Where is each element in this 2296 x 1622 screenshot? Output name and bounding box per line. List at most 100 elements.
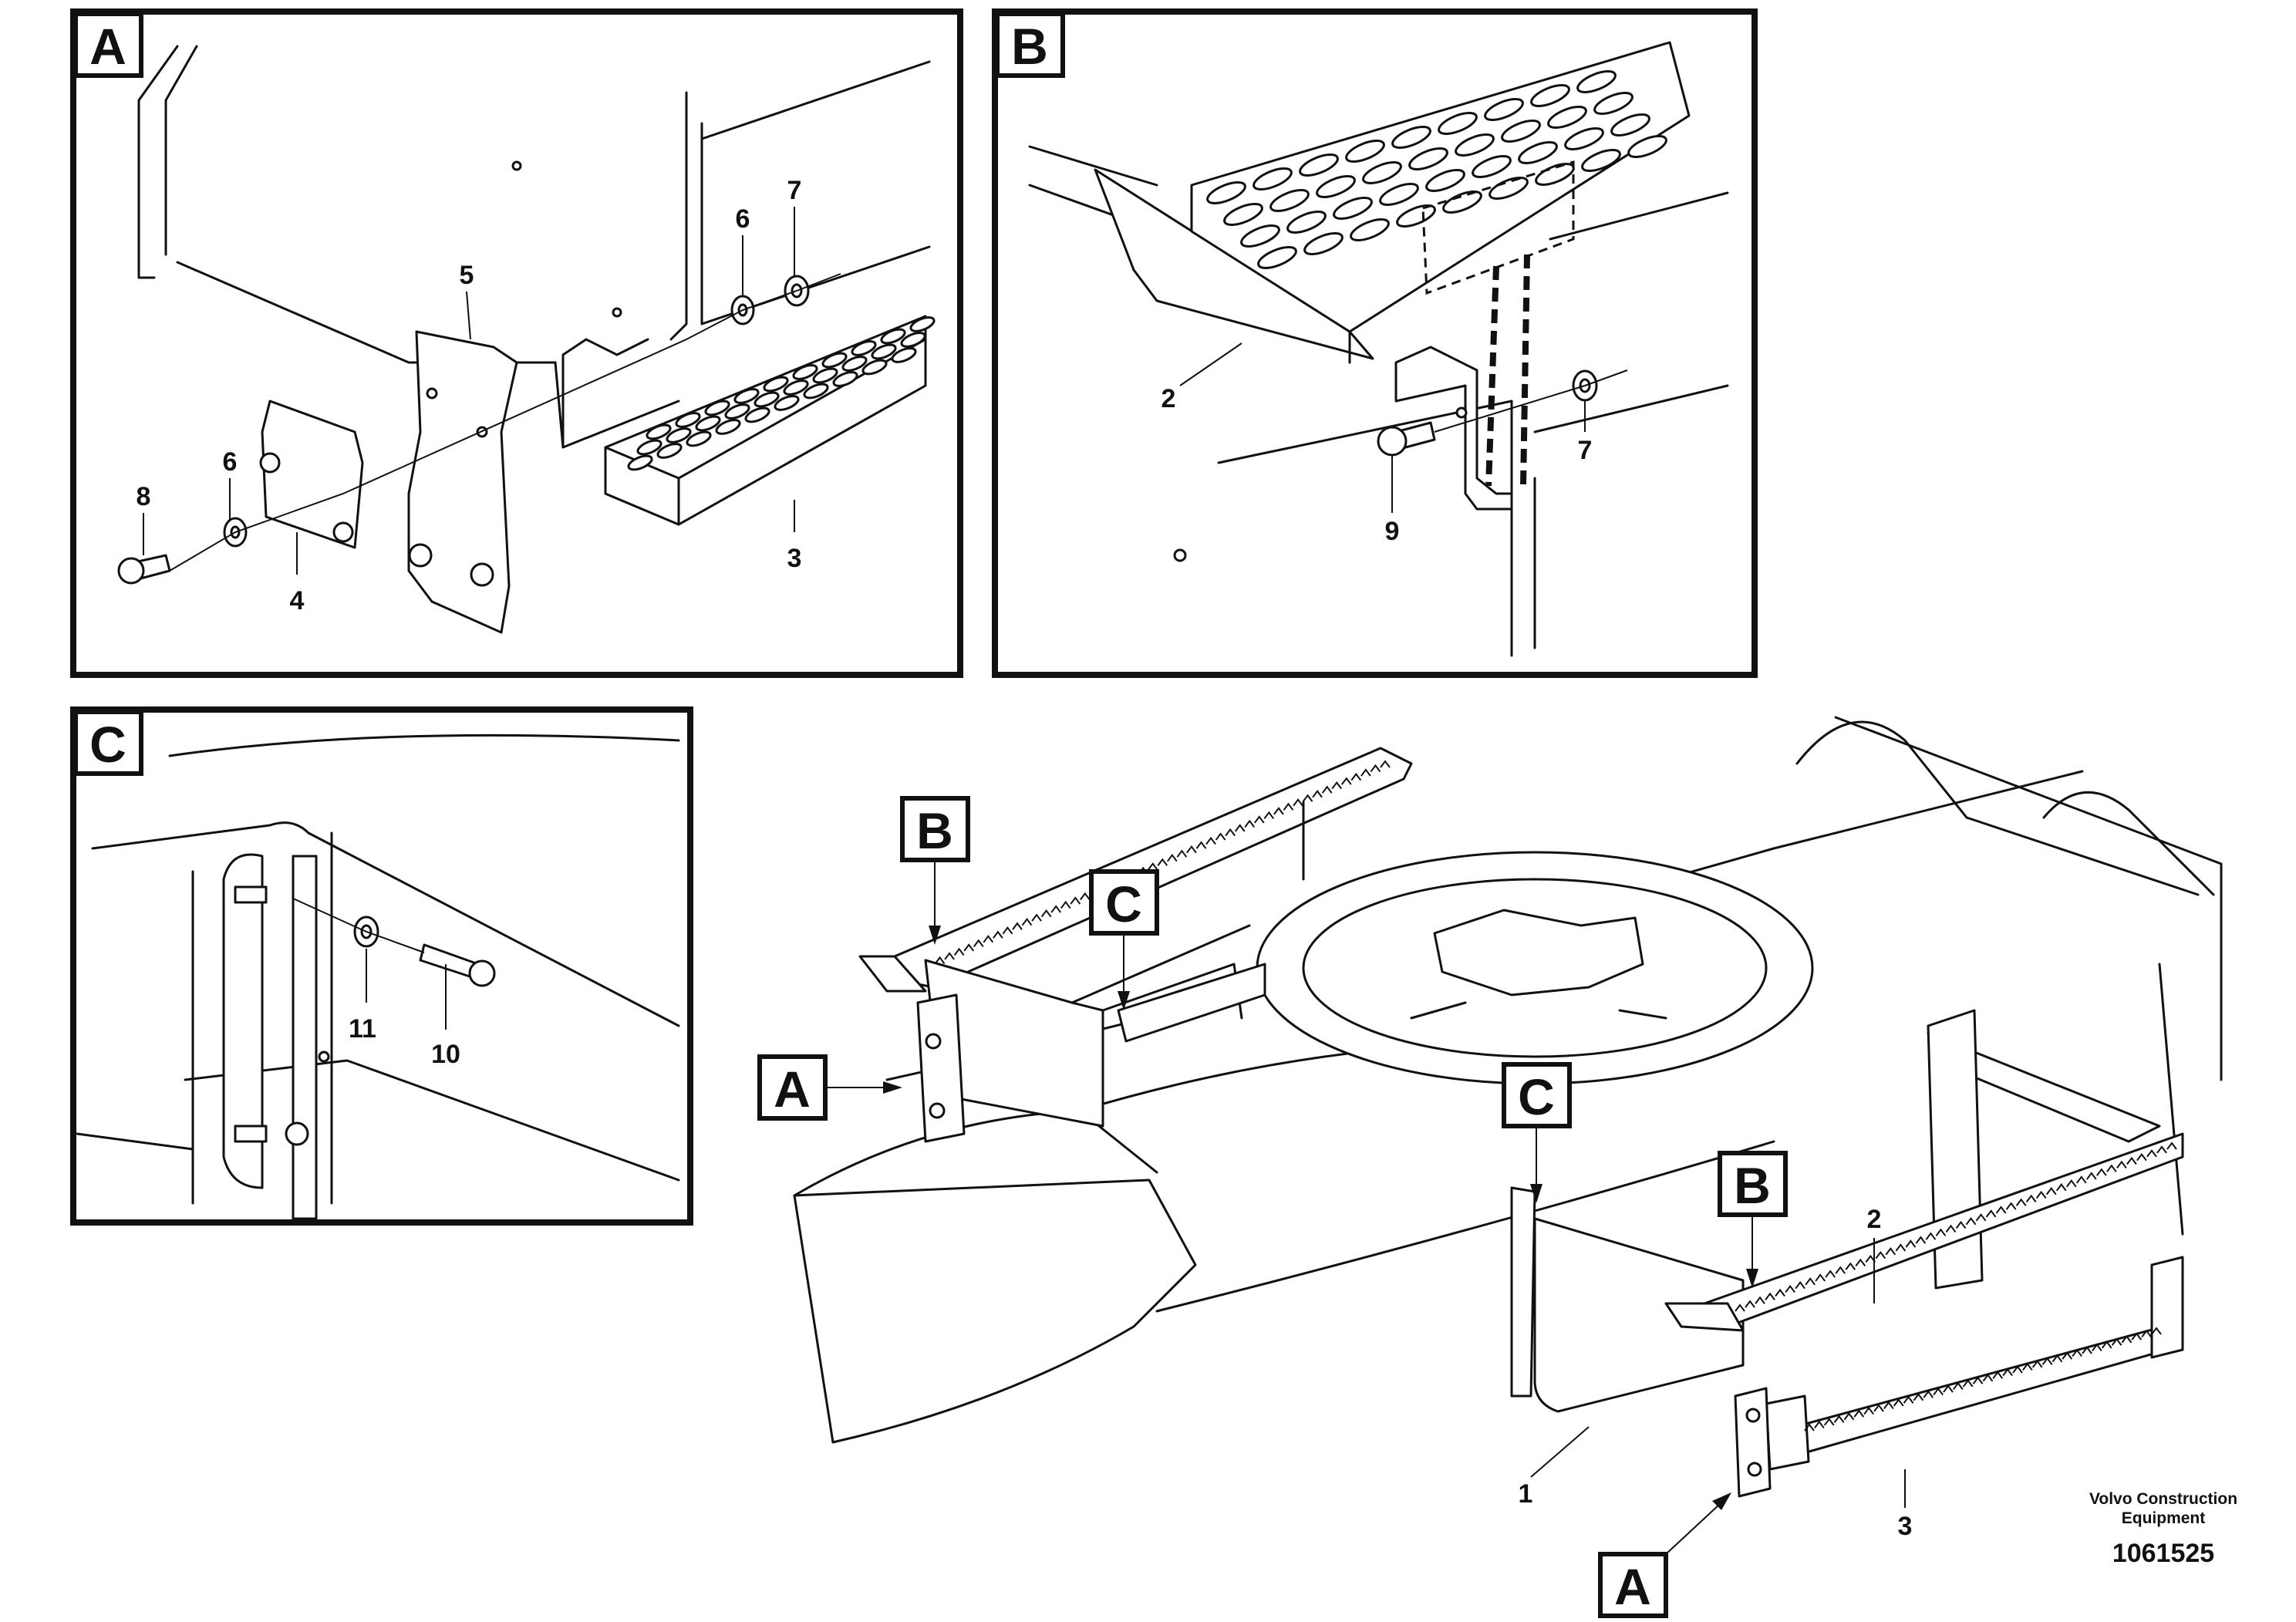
tread-tooth — [1380, 760, 1391, 768]
callout-5: 5 — [460, 261, 474, 290]
callout-3-a: 3 — [787, 544, 802, 573]
tread-tooth — [2041, 1357, 2053, 1365]
tread-hole — [851, 340, 877, 356]
tread-hole — [900, 332, 926, 348]
tread-tooth — [1923, 1390, 1934, 1398]
tread-tooth — [1915, 1236, 1927, 1244]
tread-hole — [1455, 133, 1495, 157]
tread-hole — [1206, 181, 1246, 204]
tread-hole — [1253, 167, 1293, 191]
tread-hole — [812, 367, 838, 384]
tread-hole — [1547, 106, 1587, 129]
tread-tooth — [2065, 1179, 2077, 1188]
tread-tooth — [2106, 1164, 2117, 1172]
tread-hole — [724, 403, 750, 420]
tread-hole — [1269, 189, 1310, 212]
step-3 — [604, 315, 936, 526]
tread-hole — [1408, 147, 1448, 170]
tread-tooth — [2022, 1362, 2033, 1371]
tread-tooth — [1340, 777, 1352, 785]
panel-b-tag-label: B — [1011, 18, 1048, 75]
tread-tooth — [1853, 1409, 1865, 1418]
tread-hole — [880, 328, 906, 345]
tread-tooth — [1843, 1412, 1855, 1421]
tread-tooth — [2111, 1337, 2122, 1346]
tread-hole — [792, 364, 818, 380]
callout-2-main: 2 — [1867, 1205, 1882, 1234]
tread-hole — [1223, 203, 1263, 226]
tread-tooth — [1002, 926, 1013, 935]
tread-tooth — [2116, 1160, 2127, 1169]
tread-tooth — [1835, 1266, 1846, 1274]
tread-tooth — [1945, 1224, 1957, 1233]
plate-4 — [261, 400, 364, 549]
svg-text:C: C — [1518, 1068, 1555, 1125]
callout-3-main: 3 — [1898, 1512, 1913, 1541]
tread-hole — [656, 443, 683, 459]
tread-tooth — [1031, 913, 1042, 922]
tread-tooth — [1855, 1258, 1866, 1266]
tread-hole — [1379, 183, 1419, 206]
tread-hole — [1581, 149, 1621, 172]
callout-6-right: 6 — [736, 204, 750, 234]
detail-panel-c: C 11 10 — [70, 706, 693, 1226]
tread-tooth — [1350, 772, 1362, 781]
tread-hole — [909, 316, 936, 332]
tread-hole — [1316, 175, 1356, 198]
document-number: 1061525 — [2112, 1539, 2214, 1568]
callout-10: 10 — [431, 1040, 460, 1069]
tread-tooth — [1903, 1395, 1914, 1404]
tread-tooth — [1273, 807, 1284, 815]
step-2 — [1094, 41, 1691, 364]
tread-tooth — [1965, 1217, 1977, 1226]
footer-credits: Volvo Construction Equipment 1061525 — [2089, 1490, 2237, 1568]
tread-tooth — [1935, 1228, 1947, 1236]
callout-8: 8 — [137, 482, 151, 511]
callout-7: 7 — [787, 176, 802, 205]
tread-tooth — [1962, 1379, 1974, 1388]
tread-tooth — [1805, 1277, 1816, 1286]
tread-tooth — [1873, 1404, 1884, 1412]
tread-hole — [754, 391, 780, 408]
tread-hole — [636, 439, 663, 456]
tread-tooth — [1845, 1262, 1856, 1270]
tread-tooth — [993, 930, 1003, 939]
brand-line-2: Equipment — [2122, 1509, 2206, 1527]
tread-tooth — [1147, 862, 1158, 871]
main-tag-b-left: B — [900, 796, 970, 945]
tread-tooth — [2121, 1335, 2132, 1344]
tread-hole — [1345, 140, 1385, 163]
tread-tooth — [2072, 1348, 2082, 1357]
tread-tooth — [1205, 836, 1216, 845]
tread-tooth — [1745, 1300, 1755, 1308]
svg-text:B: B — [1734, 1157, 1771, 1214]
tread-hole — [1593, 92, 1633, 115]
tread-hole — [744, 406, 770, 423]
tread-hole — [1442, 191, 1482, 214]
tread-tooth — [1885, 1247, 1896, 1256]
tread-tooth — [1955, 1220, 1967, 1229]
tread-tooth — [1080, 892, 1091, 901]
tread-tooth — [1186, 845, 1197, 854]
main-tag-c-right: C — [1502, 1062, 1572, 1203]
tread-tooth — [2136, 1152, 2147, 1162]
svg-text:B: B — [916, 802, 953, 859]
tread-tooth — [934, 956, 946, 965]
tread-tooth — [1895, 1243, 1907, 1252]
tread-tooth — [1985, 1209, 1997, 1218]
tread-hole — [1286, 211, 1327, 234]
tread-hole — [695, 415, 721, 432]
tread-tooth — [1360, 768, 1371, 777]
tread-tooth — [1765, 1292, 1775, 1300]
tread-hole — [1391, 126, 1431, 149]
svg-text:A: A — [1614, 1558, 1651, 1615]
callout-4: 4 — [290, 586, 305, 615]
tread-tooth — [983, 935, 994, 943]
panel-a-frame — [70, 8, 963, 678]
tread-tooth — [2052, 1354, 2063, 1363]
tread-hole — [1530, 84, 1570, 107]
tread-hole — [1257, 246, 1297, 269]
tread-hole — [1518, 141, 1558, 164]
main-tag-a-bottom: A — [1598, 1492, 1731, 1618]
